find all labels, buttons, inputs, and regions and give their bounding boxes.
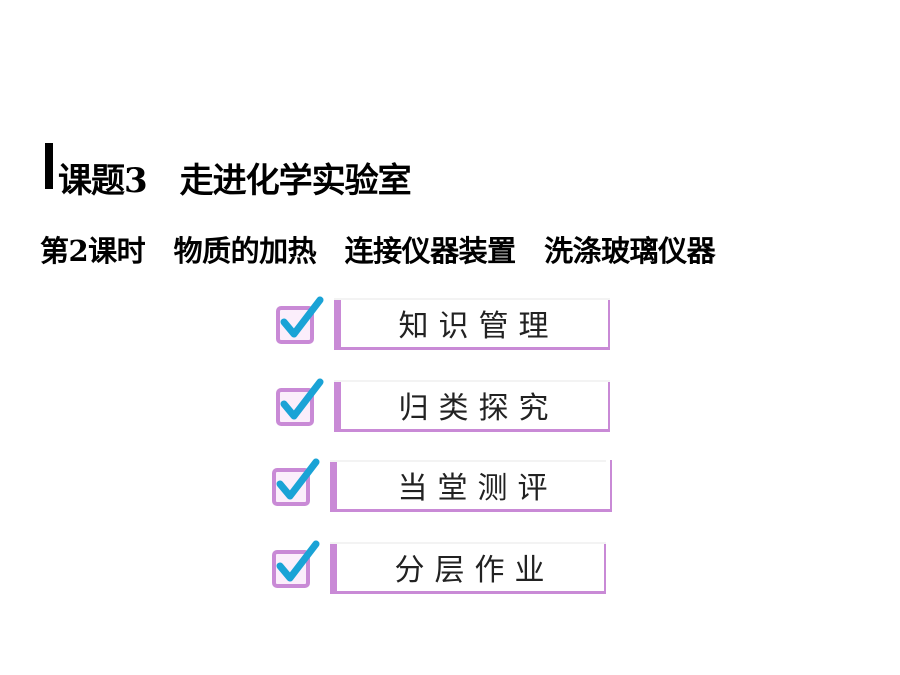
- check-icon: [276, 378, 324, 426]
- check-icon: [272, 458, 320, 506]
- check-icon: [276, 296, 324, 344]
- menu-item-label: 知识管理: [398, 308, 559, 344]
- page-title: 课题3 走进化学实验室: [58, 161, 412, 201]
- menu-label-box: 归类探究: [334, 380, 610, 432]
- menu-label-box: 当堂测评: [330, 460, 612, 512]
- menu-item-label: 分层作业: [394, 552, 555, 588]
- menu-item-classroom-test[interactable]: 当堂测评: [268, 458, 628, 516]
- menu-item-knowledge[interactable]: 知识管理: [272, 296, 632, 354]
- page-subtitle: 第2课时 物质的加热 连接仪器装置 洗涤玻璃仪器: [40, 234, 716, 268]
- menu-item-homework[interactable]: 分层作业: [268, 540, 628, 598]
- menu-item-category[interactable]: 归类探究: [272, 378, 632, 436]
- menu-item-label: 当堂测评: [397, 470, 558, 506]
- title-accent-bar: [45, 143, 53, 189]
- check-icon: [272, 540, 320, 588]
- menu-label-box: 知识管理: [334, 298, 610, 350]
- menu-label-box: 分层作业: [330, 542, 606, 594]
- menu-item-label: 归类探究: [398, 390, 559, 426]
